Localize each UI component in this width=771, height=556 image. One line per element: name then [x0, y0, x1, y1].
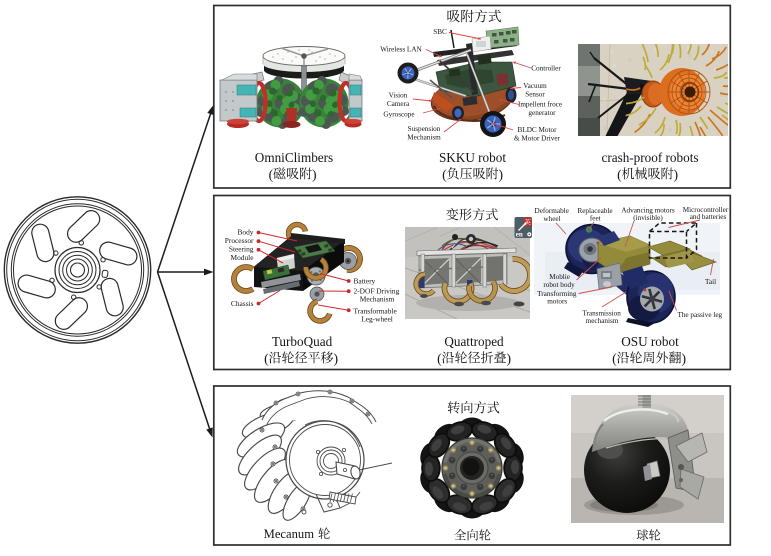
svg-text:(: ( — [612, 351, 617, 367]
svg-text:Deformable: Deformable — [535, 207, 569, 215]
svg-text:Vacuum: Vacuum — [523, 82, 547, 90]
svg-text:(: ( — [442, 167, 447, 183]
svg-text:crash-proof robots: crash-proof robots — [601, 150, 698, 165]
svg-text:Vision: Vision — [389, 92, 408, 100]
svg-text:(invisible): (invisible) — [633, 214, 663, 222]
svg-text:): ) — [507, 351, 512, 367]
svg-text:Controller: Controller — [531, 65, 561, 73]
svg-text:Module: Module — [231, 253, 255, 262]
svg-text:): ) — [674, 167, 679, 183]
svg-text:2-DOF Driving: 2-DOF Driving — [354, 287, 400, 296]
svg-text:(: ( — [617, 167, 622, 183]
svg-text:SBC: SBC — [433, 28, 447, 36]
svg-text:Mecanum: Mecanum — [264, 527, 315, 541]
svg-text:Advancing motors: Advancing motors — [621, 206, 675, 214]
svg-text:BLDC Motor: BLDC Motor — [518, 126, 558, 134]
svg-text:Replaceable: Replaceable — [577, 207, 612, 215]
svg-text:Steering: Steering — [229, 245, 254, 254]
svg-text:Tail: Tail — [705, 278, 716, 286]
svg-text:Chassis: Chassis — [231, 299, 254, 308]
svg-text:OSU robot: OSU robot — [621, 334, 679, 349]
svg-text:Processor: Processor — [225, 236, 254, 245]
svg-text:(: ( — [264, 351, 269, 367]
svg-text:wheel: wheel — [543, 215, 560, 223]
svg-text:Camera: Camera — [387, 100, 410, 108]
svg-text:Suspension: Suspension — [408, 125, 441, 133]
svg-text:Transformable: Transformable — [354, 306, 398, 315]
svg-text:Body: Body — [237, 228, 253, 237]
svg-text:): ) — [334, 351, 339, 367]
svg-text:OmniClimbers: OmniClimbers — [255, 150, 333, 165]
svg-text:Transmission: Transmission — [582, 309, 621, 317]
svg-text:robot body: robot body — [543, 281, 575, 289]
svg-text:(: ( — [269, 167, 274, 183]
svg-text:Mechanism: Mechanism — [360, 295, 395, 304]
svg-text:): ) — [312, 167, 317, 183]
svg-text:motors: motors — [547, 297, 567, 305]
svg-text:generator: generator — [528, 109, 556, 117]
svg-text:Sensor: Sensor — [525, 91, 545, 99]
svg-text:The passive leg: The passive leg — [677, 311, 722, 319]
svg-text:mechanism: mechanism — [586, 317, 619, 325]
svg-text:Transforming: Transforming — [537, 290, 577, 298]
svg-text:feet: feet — [590, 215, 601, 223]
svg-text:Impellent froce: Impellent froce — [518, 101, 562, 109]
svg-text:): ) — [682, 351, 687, 367]
svg-text:Moblie: Moblie — [549, 273, 570, 281]
svg-text:TurboQuad: TurboQuad — [272, 334, 333, 349]
svg-text:and batteries: and batteries — [690, 213, 727, 221]
svg-text:Wireless LAN: Wireless LAN — [380, 46, 422, 54]
svg-text:Mechanism: Mechanism — [407, 134, 441, 142]
svg-text:Leg-wheel: Leg-wheel — [361, 314, 393, 323]
svg-text:Quattroped: Quattroped — [444, 334, 504, 349]
svg-text:en: en — [516, 231, 523, 239]
svg-text:): ) — [499, 167, 504, 183]
svg-text:Battery: Battery — [354, 277, 376, 286]
svg-text:(: ( — [437, 351, 442, 367]
svg-text:Gyroscope: Gyroscope — [383, 111, 414, 119]
svg-text:& Motor Driver: & Motor Driver — [514, 135, 561, 143]
svg-text:Microcontroller: Microcontroller — [683, 206, 729, 214]
svg-text:SKKU robot: SKKU robot — [439, 150, 506, 165]
